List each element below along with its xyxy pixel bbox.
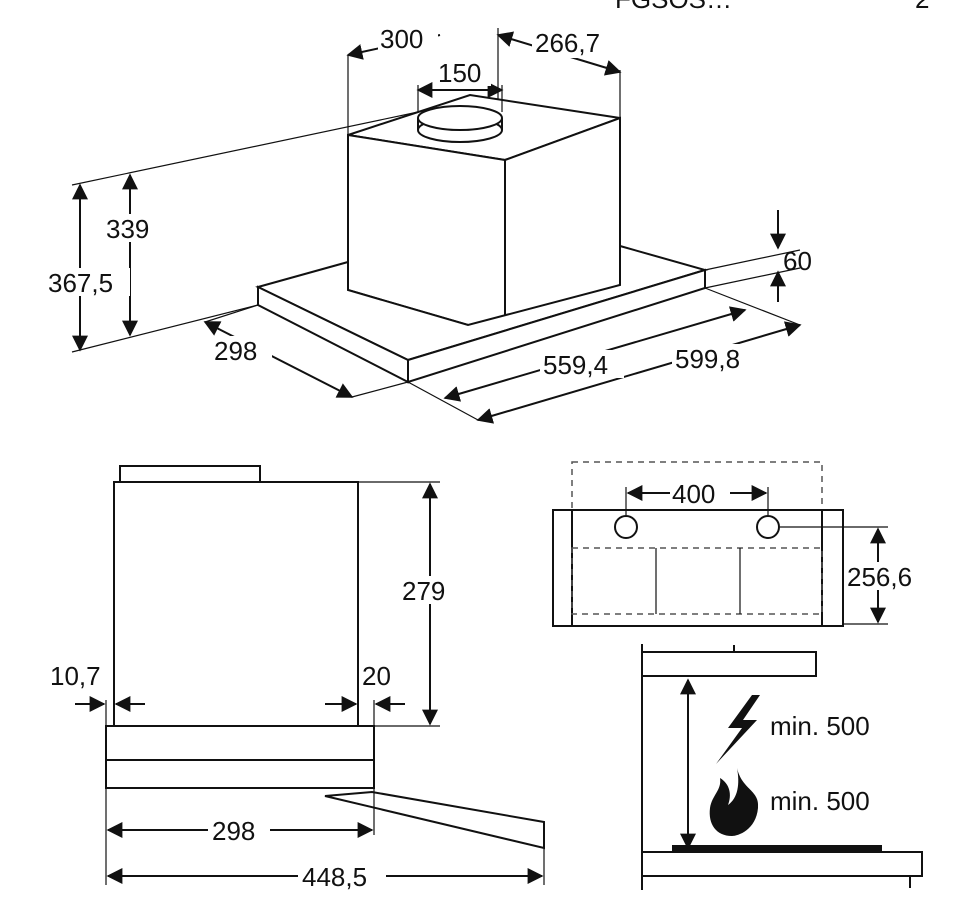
mount-hole-left (614, 515, 638, 539)
lightning-icon (716, 695, 760, 764)
clearance-electric: min. 500 (770, 711, 870, 741)
dim-width-total: 599,8 (675, 344, 740, 374)
side-view: 279 10,7 20 298 448,5 (50, 465, 545, 892)
side-visor (324, 790, 545, 850)
dim-side-height: 279 (402, 576, 445, 606)
clearance-hood (641, 651, 817, 677)
front-view: 400 256,6 (552, 461, 931, 627)
front-filter-panel (571, 547, 823, 615)
dim-hole-spacing: 400 (672, 479, 715, 509)
dim-outlet-dia: 150 (438, 58, 481, 88)
side-base (105, 725, 375, 789)
side-top-collar (119, 465, 261, 483)
isometric-view: 300 266,7 150 339 367,5 60 298 559,4 599… (46, 24, 812, 424)
dim-offset-left: 10,7 (50, 661, 101, 691)
mount-hole-right (756, 515, 780, 539)
side-chimney (113, 481, 359, 727)
clearance-view: min. 500 min. 500 (641, 644, 923, 890)
dim-width-inner: 559,4 (543, 350, 608, 380)
clearance-hob (641, 851, 923, 877)
dim-height-inner: 339 (106, 214, 149, 244)
dim-side-depth: 298 (212, 816, 255, 846)
dim-depth-front: 298 (214, 336, 257, 366)
dim-offset-right: 20 (362, 661, 391, 691)
dim-depth-top: 266,7 (535, 28, 600, 58)
model-code: FGSOS… (615, 0, 732, 14)
page-marker: 2 (915, 0, 929, 14)
dim-width-top: 300 (380, 24, 423, 54)
front-body (552, 509, 844, 627)
flame-icon (709, 768, 759, 836)
outlet-cylinder-top (417, 105, 503, 131)
dim-height-total: 367,5 (48, 268, 113, 298)
dim-hole-height: 256,6 (847, 562, 912, 592)
dim-panel-thickness: 60 (783, 246, 812, 276)
clearance-gas: min. 500 (770, 786, 870, 816)
dim-side-depth-total: 448,5 (302, 862, 367, 892)
